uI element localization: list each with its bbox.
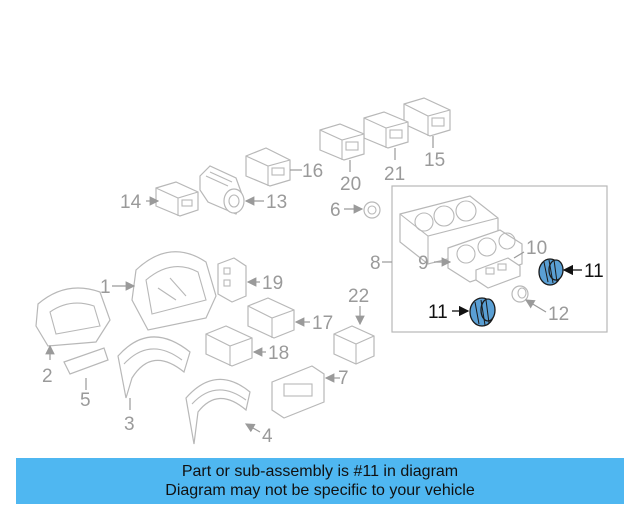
callout-3: 3 — [124, 414, 135, 435]
callout-17: 17 — [312, 313, 333, 334]
part-21-switch — [363, 111, 409, 149]
part-6-bulb — [363, 201, 381, 219]
part-5-trim — [63, 347, 109, 375]
parts-diagram: 15 21 20 16 13 14 6 — [35, 97, 608, 447]
detail-box — [391, 185, 608, 333]
part-4-ring — [185, 378, 251, 445]
callout-22: 22 — [348, 286, 369, 307]
callout-13: 13 — [266, 192, 287, 213]
part-19-switch — [217, 257, 247, 303]
callout-10: 10 — [526, 238, 547, 259]
part-2-cover — [35, 287, 111, 347]
callout-9: 9 — [418, 253, 429, 274]
part-11-knob-lower[interactable] — [469, 297, 496, 327]
callout-14: 14 — [120, 192, 142, 213]
callout-15: 15 — [424, 150, 445, 171]
callout-12: 12 — [548, 304, 569, 325]
callout-16: 16 — [302, 161, 323, 182]
callout-4: 4 — [262, 426, 273, 447]
callout-18: 18 — [268, 343, 289, 364]
callout-11-upper: 11 — [584, 261, 604, 282]
part-22-switch — [333, 325, 375, 365]
part-10-display — [475, 257, 521, 289]
part-14-switch — [155, 181, 199, 217]
part-17-switch — [247, 297, 295, 339]
banner-line-1: Part or sub-assembly is #11 in diagram — [181, 463, 459, 480]
callout-11-lower: 11 — [428, 302, 448, 323]
callout-8: 8 — [370, 253, 381, 274]
callout-1: 1 — [100, 277, 111, 298]
callout-20: 20 — [340, 174, 361, 195]
callout-21: 21 — [384, 164, 405, 185]
banner-line-2: Diagram may not be specific to your vehi… — [165, 482, 475, 499]
part-1-instrument-cluster — [131, 251, 217, 331]
callout-2: 2 — [42, 366, 53, 387]
part-11-knob-upper[interactable] — [538, 258, 564, 286]
part-7-panel — [271, 365, 325, 419]
part-3-bezel — [117, 336, 191, 399]
callout-5: 5 — [80, 390, 91, 411]
info-banner: Part or sub-assembly is #11 in diagram D… — [16, 458, 624, 504]
part-16-switch — [245, 147, 291, 187]
part-15-switch — [403, 97, 451, 137]
part-20-switch — [319, 123, 365, 161]
callout-6: 6 — [330, 200, 341, 221]
callout-7: 7 — [338, 368, 349, 389]
part-12-knob — [511, 285, 529, 303]
callout-19: 19 — [262, 273, 283, 294]
part-13-switch — [199, 165, 245, 215]
part-18-switch — [205, 325, 253, 367]
